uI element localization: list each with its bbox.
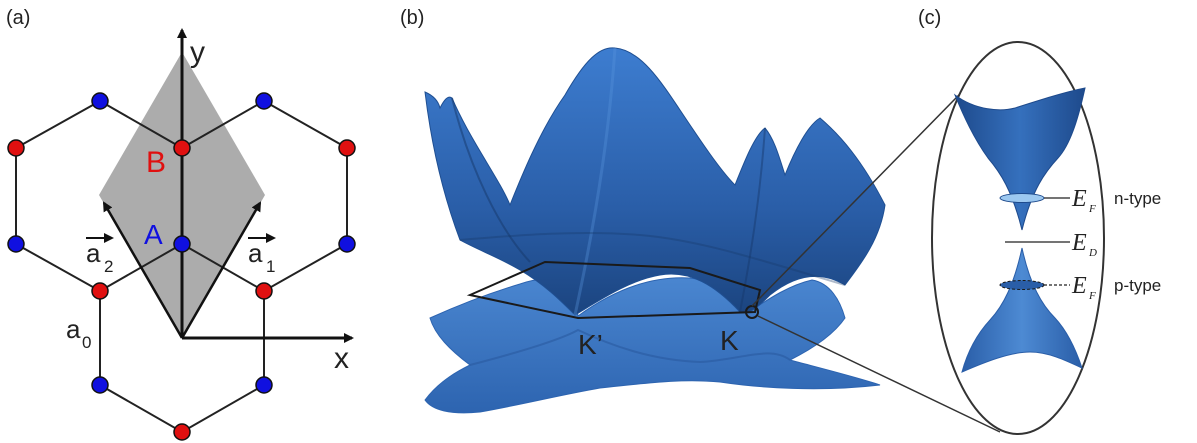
brillouin-zone — [466, 260, 762, 320]
svg-text:a: a — [86, 238, 101, 268]
bond-length-label: a 0 — [66, 314, 91, 352]
site-a-dot — [255, 92, 273, 110]
site-b-label: B — [146, 146, 166, 179]
lower-dirac-cone — [961, 247, 1083, 373]
k-label: K — [720, 325, 739, 356]
p-type-label: p-type — [1114, 276, 1161, 295]
site-a-dot — [255, 376, 273, 394]
panel-c: (c) E F E D E F n-type p-type — [918, 7, 1161, 435]
site-a-label: A — [144, 219, 163, 250]
svg-text:a: a — [248, 238, 263, 268]
svg-text:0: 0 — [82, 333, 91, 352]
panel-a: (a) y x — [6, 7, 356, 441]
panel-b-label: (b) — [400, 7, 424, 29]
y-axis-label: y — [190, 36, 205, 69]
site-b-dot — [173, 139, 191, 157]
ed-label: E D — [1071, 230, 1097, 259]
site-a-dot — [7, 235, 25, 253]
svg-text:a: a — [66, 314, 81, 344]
n-type-label: n-type — [1114, 189, 1161, 208]
panel-c-label: (c) — [918, 7, 941, 29]
site-a-dot — [91, 376, 109, 394]
site-b-dot — [255, 282, 273, 300]
svg-text:E: E — [1071, 186, 1087, 212]
svg-text:D: D — [1088, 247, 1097, 259]
vector-a1-label: a 1 — [248, 233, 276, 276]
site-a-dot — [91, 92, 109, 110]
svg-text:F: F — [1088, 203, 1096, 215]
vector-a2-label: a 2 — [86, 233, 114, 276]
site-b-dot — [91, 282, 109, 300]
site-b-dot — [7, 139, 25, 157]
svg-text:F: F — [1088, 290, 1096, 302]
svg-text:2: 2 — [104, 257, 113, 276]
panel-a-label: (a) — [6, 7, 30, 29]
lattice-sites — [7, 92, 356, 441]
x-axis-label: x — [334, 342, 349, 375]
site-a-dot — [338, 235, 356, 253]
ef-bottom-label: E F — [1071, 273, 1096, 302]
conduction-band-surface — [424, 47, 886, 316]
valence-band-surface — [424, 277, 881, 414]
ef-top-label: E F — [1071, 186, 1096, 215]
fermi-disc-p — [999, 280, 1045, 290]
fermi-disc-n — [999, 193, 1045, 203]
panel-b: (b) K’ K — [400, 7, 1006, 433]
vector-a1-arrow — [180, 201, 262, 339]
svg-text:E: E — [1071, 230, 1087, 256]
site-b-dot — [338, 139, 356, 157]
site-b-dot — [173, 423, 191, 441]
zoom-line-bottom — [757, 315, 1001, 433]
site-a-dot — [173, 235, 191, 253]
vector-a2-arrow — [102, 201, 184, 339]
upper-dirac-cone — [953, 87, 1086, 231]
k-prime-label: K’ — [578, 329, 603, 360]
svg-text:E: E — [1071, 273, 1087, 299]
svg-text:1: 1 — [266, 257, 275, 276]
